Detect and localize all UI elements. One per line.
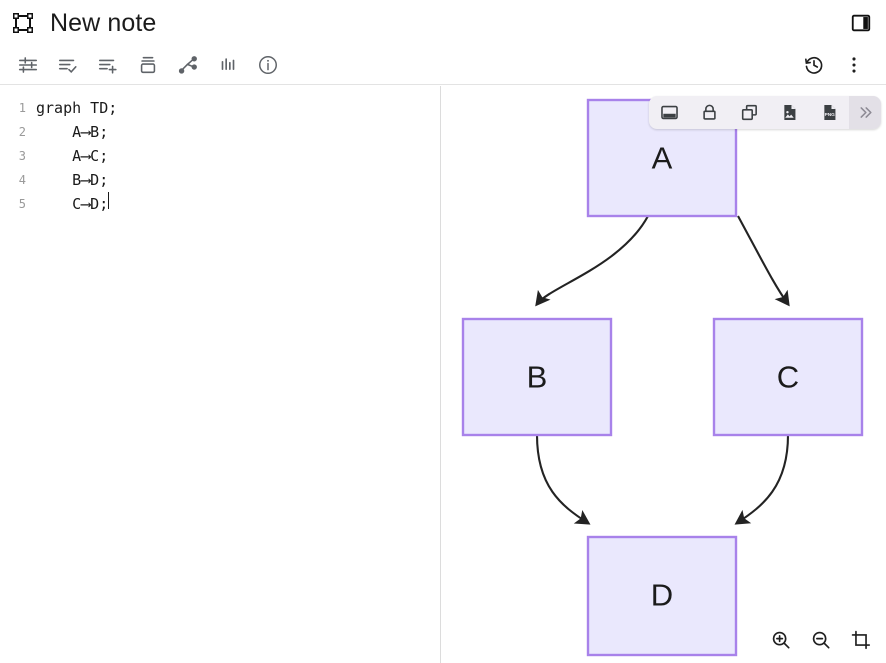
- png-file-icon[interactable]: PNG: [809, 96, 849, 129]
- line-number: 4: [18, 173, 26, 187]
- flowchart-svg: A B C D: [461, 98, 864, 657]
- flowchart-node-b[interactable]: B: [461, 317, 613, 437]
- code-editor-pane[interactable]: 1 graph TD; 2 A⟶B; 3 A⟶C; 4 B⟶D; 5 C⟶D;: [0, 86, 440, 663]
- list-add-icon[interactable]: [88, 48, 128, 82]
- line-text[interactable]: A⟶C;: [36, 147, 109, 165]
- code-area[interactable]: 1 graph TD; 2 A⟶B; 3 A⟶C; 4 B⟶D; 5 C⟶D;: [0, 86, 440, 216]
- code-line: 2 A⟶B;: [0, 120, 440, 144]
- node-label-d: D: [651, 578, 673, 613]
- info-circle-icon[interactable]: [248, 48, 288, 82]
- main-toolbar: [0, 46, 886, 85]
- line-number: 2: [18, 125, 26, 139]
- code-line: 5 C⟶D;: [0, 192, 440, 216]
- title-bar: New note: [0, 0, 886, 46]
- diagram-float-toolbar: PNG: [649, 96, 881, 129]
- edge-b-to-d: [535, 434, 591, 525]
- fit-frame-icon[interactable]: [649, 96, 689, 129]
- history-clock-icon[interactable]: [794, 48, 834, 82]
- line-text[interactable]: C⟶D;: [36, 195, 109, 213]
- line-number: 1: [18, 101, 26, 115]
- line-text[interactable]: graph TD;: [36, 99, 118, 117]
- text-cursor: [108, 192, 110, 209]
- flowchart-node-c[interactable]: C: [712, 317, 864, 437]
- more-vertical-icon[interactable]: [834, 48, 874, 82]
- diagram-preview-pane[interactable]: A B C D: [441, 86, 886, 663]
- line-number: 3: [18, 149, 26, 163]
- edge-a-to-b: [535, 215, 649, 307]
- settings-sliders-icon[interactable]: [8, 48, 48, 82]
- right-panel-toggle-icon[interactable]: [848, 10, 874, 36]
- code-line: 3 A⟶C;: [0, 144, 440, 168]
- branch-icon[interactable]: [168, 48, 208, 82]
- list-check-icon[interactable]: [48, 48, 88, 82]
- pane-divider[interactable]: [440, 86, 441, 663]
- line-text[interactable]: B⟶D;: [36, 171, 109, 189]
- lock-icon[interactable]: [689, 96, 729, 129]
- edge-c-to-d: [734, 434, 790, 525]
- stack-icon[interactable]: [128, 48, 168, 82]
- zoom-controls: [766, 625, 876, 655]
- flowchart-node-d[interactable]: D: [586, 535, 738, 657]
- zoom-out-icon[interactable]: [806, 625, 836, 655]
- copy-icon[interactable]: [729, 96, 769, 129]
- node-label-c: C: [777, 360, 799, 395]
- png-badge-label: PNG: [824, 112, 835, 118]
- bar-chart-icon[interactable]: [208, 48, 248, 82]
- code-line: 1 graph TD;: [0, 96, 440, 120]
- diagram-nodes-icon: [10, 10, 36, 36]
- zoom-in-icon[interactable]: [766, 625, 796, 655]
- page-title[interactable]: New note: [50, 8, 157, 37]
- line-text[interactable]: A⟶B;: [36, 123, 109, 141]
- code-line: 4 B⟶D;: [0, 168, 440, 192]
- line-number: 5: [18, 197, 26, 211]
- chevron-double-right-icon[interactable]: [849, 96, 881, 129]
- svg-file-icon[interactable]: [769, 96, 809, 129]
- node-label-b: B: [527, 360, 548, 395]
- edge-a-to-c: [737, 215, 790, 307]
- fit-to-screen-icon[interactable]: [846, 625, 876, 655]
- node-label-a: A: [652, 141, 673, 176]
